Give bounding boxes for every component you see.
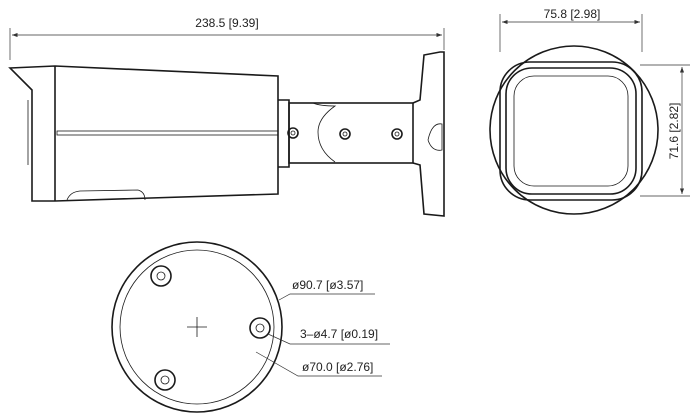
mount-holes-label: 3–ø4.7 [ø0.19]: [300, 327, 378, 341]
wall-mount-base: [412, 51, 445, 217]
side-view: 238.5 [9.39]: [8, 16, 445, 217]
camera-housing: [8, 65, 279, 202]
mount-hole: [154, 369, 176, 391]
front-housing-outline: [499, 61, 643, 201]
front-base-circle: [489, 45, 659, 215]
front-view: 75.8 [2.98] 71.6 [2.82]: [489, 7, 690, 215]
base-bottom-view: ø90.7 [ø3.57] 3–ø4.7 [ø0.19] ø70.0 [ø2.7…: [111, 241, 390, 413]
length-dimension-label: 238.5 [9.39]: [195, 16, 258, 30]
hole-circle-label: ø70.0 [ø2.76]: [302, 360, 373, 374]
lens-window: [513, 75, 629, 187]
base-outer-circle: [111, 241, 283, 413]
base-diameter-label: ø90.7 [ø3.57]: [292, 278, 363, 292]
height-dimension-label: 71.6 [2.82]: [667, 103, 681, 160]
mount-hole: [249, 317, 271, 339]
mount-hole: [150, 265, 172, 287]
mount-arm: [288, 102, 414, 164]
width-dimension-label: 75.8 [2.98]: [544, 7, 601, 21]
